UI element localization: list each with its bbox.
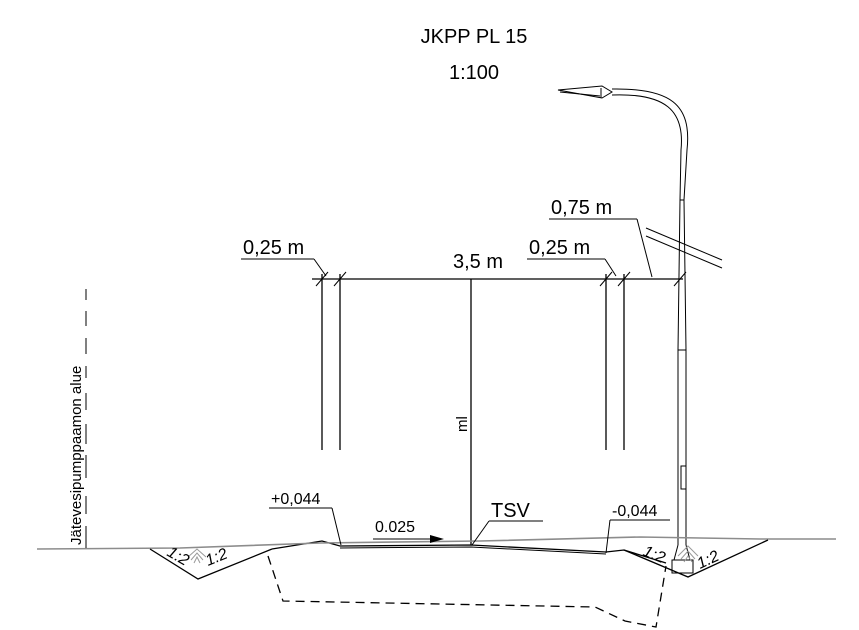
tick-mark (333, 271, 347, 287)
tick-mark (673, 271, 687, 287)
tick-mark (599, 271, 613, 287)
slope-label: 1:2 (203, 546, 230, 570)
centerline-label: ml (454, 416, 471, 432)
subgrade-dashed-line (267, 555, 667, 628)
left-edge-level-label: +0,044 (271, 491, 320, 508)
left-shoulder-width-label: 0,25 m (243, 237, 304, 259)
slope-label: 1:2 (641, 543, 668, 567)
leader-line (636, 218, 653, 278)
leader-line (604, 258, 617, 277)
drawing-scale: 1:100 (449, 62, 499, 84)
surface-code-label: TSV (491, 500, 531, 522)
tick-mark (315, 271, 329, 287)
street-light-pole (611, 88, 694, 574)
left-ditch-hatch (187, 548, 207, 564)
luminaire-head (557, 85, 613, 99)
right-edge-level-label: -0,044 (612, 503, 657, 520)
tick-mark (617, 271, 631, 287)
leader-line (313, 258, 327, 277)
existing-ground-line (36, 536, 836, 550)
leader-line (605, 519, 611, 554)
leader-line (331, 507, 342, 546)
crossfall-arrowhead (430, 535, 444, 543)
pole-offset-label: 0,75 m (551, 197, 612, 219)
area-label: Jätevesipumppaamon alue (68, 366, 85, 545)
carriageway-width-label: 3,5 m (453, 251, 503, 273)
road-surface-underline (339, 546, 607, 555)
pole-crossbar (645, 235, 723, 269)
leader-line (471, 520, 490, 546)
right-ditch-hatch (677, 545, 699, 563)
slope-label: 1:2 (695, 548, 722, 573)
crossfall-label: 0.025 (375, 519, 415, 536)
pole-crossbar (645, 227, 723, 261)
right-shoulder-width-label: 0,25 m (529, 237, 590, 259)
right-ditch (623, 539, 769, 578)
left-ditch (149, 548, 273, 580)
drawing-title: JKPP PL 15 (421, 26, 528, 48)
